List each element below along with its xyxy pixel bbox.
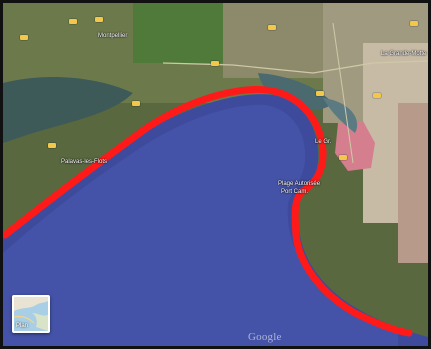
- east-pink-fields: [398, 103, 428, 263]
- place-label-town-west: Palavas-les-Flots: [61, 159, 108, 165]
- coastline-highlight: [3, 86, 413, 337]
- place-label-town-east-1: Plage Autorisée: [278, 181, 321, 187]
- road-shield-icon: [268, 25, 276, 30]
- road-shield-icon: [48, 143, 56, 148]
- lagoon-east: [323, 98, 358, 133]
- urban-area: [223, 3, 333, 78]
- place-label-town-north-right: La Grande-Motte: [381, 51, 427, 57]
- road-shield-icon: [211, 61, 219, 66]
- place-label-town-north-east: Le Gr.: [315, 139, 332, 145]
- map-thumbnail-icon: [14, 297, 48, 331]
- road-shield-icon: [316, 91, 324, 96]
- lagoon-west: [3, 77, 133, 143]
- road-shield-icon: [20, 35, 28, 40]
- road: [162, 60, 428, 74]
- road-shield-icon: [69, 19, 77, 24]
- road-shield-icon: [373, 93, 381, 98]
- map-type-toggle-button[interactable]: Plan: [12, 295, 50, 333]
- road-shield-icon: [132, 101, 140, 106]
- map-type-label: Plan: [16, 323, 29, 329]
- road: [332, 22, 354, 164]
- place-label-town-north-left: Montpellier: [98, 33, 128, 39]
- satellite-map[interactable]: [3, 3, 428, 346]
- road-shield-icon: [339, 155, 347, 160]
- road-shield-icon: [95, 17, 103, 22]
- lagoon-center: [258, 73, 333, 110]
- place-label-town-east-2: Port Cam.: [281, 189, 309, 195]
- google-attribution: Google: [248, 331, 282, 343]
- sea-shelf: [3, 104, 398, 346]
- road-shield-icon: [410, 21, 418, 26]
- green-field: [133, 3, 223, 63]
